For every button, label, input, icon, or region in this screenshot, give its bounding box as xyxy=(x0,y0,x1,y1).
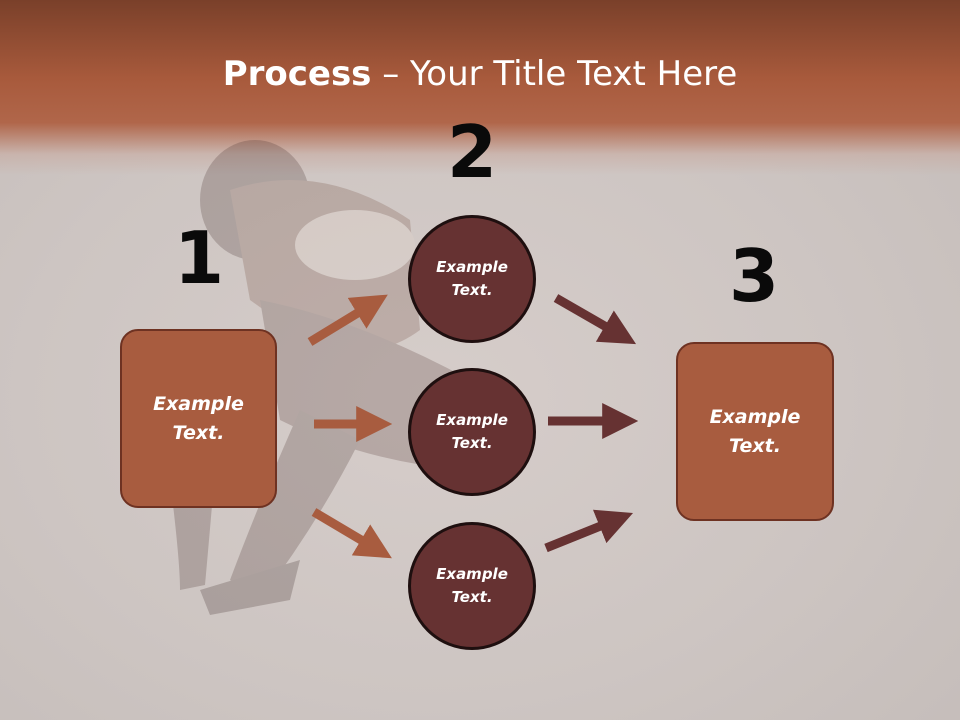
circle-bottom: Example Text. xyxy=(408,522,536,650)
arrow-circle-3-to-right xyxy=(544,509,634,553)
step-number-1: 1 xyxy=(173,216,225,300)
left-box: Example Text. xyxy=(120,329,277,508)
step-number-3: 3 xyxy=(728,234,780,318)
right-box: Example Text. xyxy=(676,342,834,521)
title-bold: Process xyxy=(222,54,372,94)
title-rest: – Your Title Text Here xyxy=(371,54,738,94)
arrow-left-to-circle-3 xyxy=(311,508,392,559)
arrow-circle-1-to-right xyxy=(553,294,637,345)
circle-middle: Example Text. xyxy=(408,368,536,496)
arrow-left-to-circle-1 xyxy=(307,294,388,346)
step-number-2: 2 xyxy=(446,110,498,194)
circle-top: Example Text. xyxy=(408,215,536,343)
slide-title: Process – Your Title Text Here xyxy=(0,52,960,96)
header-band xyxy=(0,0,960,175)
